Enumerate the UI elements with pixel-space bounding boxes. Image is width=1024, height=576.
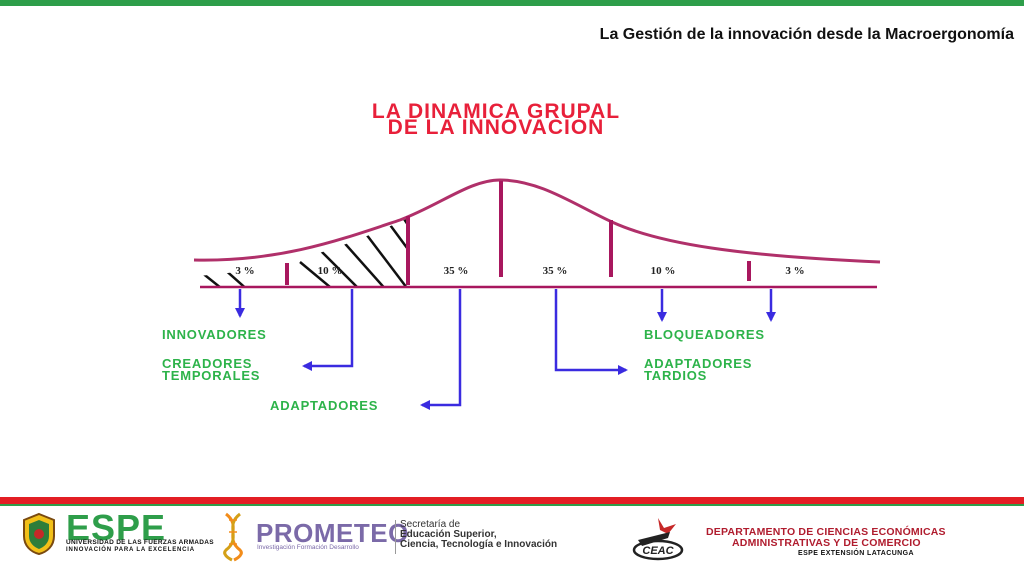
- label-tardios-line1: ADAPTADORES: [644, 356, 752, 371]
- label-bloqueadores: BLOQUEADORES: [644, 327, 765, 342]
- department-line2: ADMINISTRATIVAS Y DE COMERCIO: [732, 537, 921, 549]
- slide-title: La Gestión de la innovación desde la Mac…: [599, 26, 1014, 43]
- label-adaptadores: ADAPTADORES: [270, 398, 378, 413]
- senescyt-line2: Educación Superior,: [400, 529, 497, 540]
- arrow-adaptadores-tardios: [554, 289, 628, 375]
- department-line3: ESPE EXTENSIÓN LATACUNGA: [798, 550, 914, 557]
- prometeo-tagline: Investigación Formación Desarrollo: [257, 544, 359, 551]
- ceac-logo-icon: CEAC: [632, 518, 684, 561]
- arrow-adaptadores: [420, 289, 462, 410]
- segment-percent-6: 3 %: [785, 265, 804, 277]
- diagram-heading-line1: LA DINAMICA GRUPAL: [372, 100, 620, 123]
- senescyt-line1: Secretaría de: [400, 519, 461, 530]
- svg-text:CEAC: CEAC: [642, 545, 674, 557]
- diagram-heading-line2: DE LA INNOVACION: [388, 116, 605, 139]
- label-tardios-line2: TARDIOS: [644, 368, 707, 383]
- segment-percent-2: 10 %: [318, 265, 343, 277]
- segment-percent-3: 35 %: [444, 265, 469, 277]
- senescyt-line3: Ciencia, Tecnología e Innovación: [400, 539, 558, 550]
- dna-helix-icon: [223, 512, 243, 562]
- segment-percent-4: 35 %: [543, 265, 568, 277]
- espe-logo-text: ESPE: [66, 507, 167, 548]
- footer-red-bar: [0, 497, 1024, 504]
- label-creadores-line1: CREADORES: [162, 356, 252, 371]
- espe-tagline: INNOVACIÓN PARA LA EXCELENCIA: [66, 547, 195, 553]
- segment-percent-1: 3 %: [235, 265, 254, 277]
- innovation-diagram: LA DINAMICA GRUPAL DE LA INNOVACION 3 % …: [162, 100, 881, 413]
- footer-logos: ESPE UNIVERSIDAD DE LAS FUERZAS ARMADAS …: [0, 506, 1024, 576]
- hatch-area: [196, 218, 408, 287]
- logo-separator: [395, 520, 396, 554]
- department-line1: DEPARTAMENTO DE CIENCIAS ECONÓMICAS: [706, 526, 946, 538]
- prometeo-logo-text: PROMETEO: [256, 518, 409, 548]
- top-accent-bar: [0, 0, 1024, 6]
- bell-curve: [193, 178, 881, 264]
- arrow-creadores: [302, 289, 354, 371]
- senescyt-text: Secretaría de Educación Superior, Cienci…: [400, 520, 557, 550]
- segment-percent-5: 10 %: [651, 265, 676, 277]
- label-innovadores: INNOVADORES: [162, 327, 267, 342]
- footer-green-bar: [0, 504, 1024, 506]
- label-creadores-line2: TEMPORALES: [162, 368, 260, 383]
- espe-crest-icon: [23, 512, 55, 556]
- espe-subtitle: UNIVERSIDAD DE LAS FUERZAS ARMADAS: [66, 539, 214, 546]
